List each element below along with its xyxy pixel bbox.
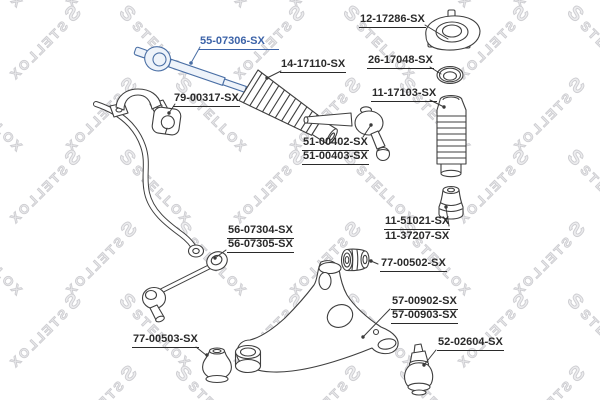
part-label-rear-bushing[interactable]: 77-00503-SX [132, 333, 199, 348]
part-label-stabilizer-link-1[interactable]: 56-07304-SX [227, 224, 294, 239]
strut-boot-drawing [436, 94, 467, 178]
part-label-tie-rod-end-2[interactable]: 51-00403-SX [302, 150, 369, 165]
part-label-strut-mount[interactable]: 12-17286-SX [359, 13, 426, 28]
part-label-strut-boot[interactable]: 11-17103-SX [371, 87, 438, 102]
stabilizer-bracket-drawing [109, 88, 169, 118]
part-label-front-bushing[interactable]: 77-00502-SX [380, 257, 447, 272]
part-label-ball-joint[interactable]: 52-02604-SX [437, 336, 504, 351]
ball-joint-drawing [404, 343, 434, 396]
part-label-rack-boot[interactable]: 14-17110-SX [280, 58, 347, 73]
part-label-stabilizer-bushing[interactable]: 79-00317-SX [173, 92, 240, 107]
part-label-inner-tie-rod[interactable]: 55-07306-SX [199, 35, 279, 50]
front-bushing-drawing [340, 248, 370, 272]
part-label-bump-stop-2[interactable]: 11-37207-SX [385, 230, 450, 242]
tie-rod-end-drawing [303, 106, 391, 162]
stabilizer-bushing-drawing [151, 106, 182, 136]
strut-mount-drawing [425, 9, 481, 51]
leader-lines [167, 24, 450, 367]
strut-bearing-drawing [436, 65, 464, 85]
part-label-tie-rod-end-1[interactable]: 51-00402-SX [302, 136, 369, 151]
part-label-control-arm-2[interactable]: 57-00903-SX [391, 309, 458, 324]
stabilizer-bar-drawing [93, 101, 205, 258]
part-label-stabilizer-link-2[interactable]: 56-07305-SX [227, 238, 294, 253]
stabilizer-link-drawing [141, 251, 228, 323]
part-label-bump-stop-1[interactable]: 11-51021-SX [384, 215, 451, 230]
part-label-strut-bearing[interactable]: 26-17048-SX [367, 54, 434, 69]
rear-bushing-drawing [202, 347, 232, 384]
part-label-control-arm-1[interactable]: 57-00902-SX [391, 295, 458, 310]
control-arm-drawing [234, 260, 399, 374]
rack-boot-drawing [238, 69, 338, 145]
bump-stop-drawing [438, 185, 464, 220]
